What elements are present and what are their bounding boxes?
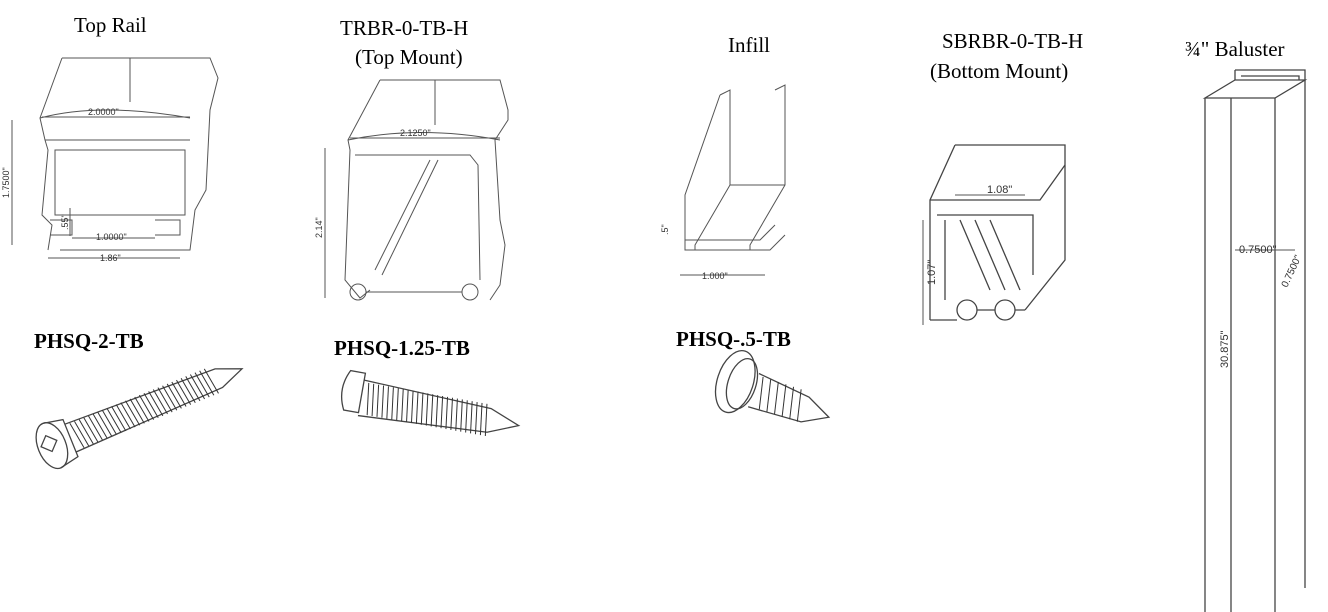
- trbr-height-label: 2.14": [314, 217, 324, 238]
- top-rail-base-label: 1.86": [100, 253, 121, 263]
- screw-thread: [774, 381, 779, 415]
- screw-thread: [460, 399, 463, 432]
- screw-thread: [758, 376, 764, 410]
- screw-thread: [435, 395, 439, 428]
- screw-thread: [87, 415, 104, 441]
- screw-125-title: PHSQ-1.25-TB: [334, 336, 470, 360]
- screw-thread: [185, 376, 201, 402]
- screw-thread: [789, 386, 795, 420]
- screw-thread: [120, 402, 136, 428]
- top-rail-title: Top Rail: [74, 13, 147, 37]
- screw-thread: [420, 392, 424, 425]
- screw-thread: [101, 409, 117, 435]
- screw-thread: [396, 388, 399, 421]
- screw-thread: [474, 402, 478, 435]
- screw-05-drawing: [714, 349, 831, 423]
- screw-05-title: PHSQ-.5-TB: [676, 327, 791, 351]
- screw-thread: [366, 382, 370, 416]
- baluster-title: ¾" Baluster: [1185, 37, 1285, 61]
- screw-thread: [415, 391, 419, 424]
- screw-thread: [376, 384, 380, 417]
- screw-thread: [162, 385, 178, 411]
- infill-drawing: .5" 1.000": [660, 84, 786, 281]
- top-rail-height-label: 1.7500": [1, 167, 11, 198]
- screw-thread: [148, 391, 164, 417]
- screw-thread: [111, 406, 127, 432]
- screw-thread: [391, 387, 394, 420]
- screw-thread: [152, 389, 168, 415]
- trbr-title-line2: (Top Mount): [355, 45, 463, 69]
- screw-thread: [450, 397, 453, 430]
- screw-thread: [425, 393, 429, 426]
- screw-thread: [445, 396, 449, 430]
- screw-thread: [134, 396, 150, 422]
- screw-thread: [781, 384, 787, 417]
- sbrbr-title-line1: SBRBR-0-TB-H: [942, 29, 1084, 53]
- baluster-drawing: 0.7500" 0.7500" 30.875": [1202, 69, 1308, 612]
- trbr-drawing: 2.1250" 2.14": [314, 79, 509, 301]
- screw-thread: [766, 379, 772, 412]
- infill-title: Infill: [728, 33, 770, 57]
- screw-thread: [796, 389, 802, 422]
- screw-thread: [440, 395, 444, 429]
- top-rail-width-label: 2.0000": [88, 107, 119, 117]
- trbr-width-label: 2.1250": [400, 128, 431, 138]
- top-rail-drawing: 2.0000" 1.7500" .55" 1.0000" 1.86": [1, 57, 219, 263]
- screw-thread: [83, 417, 99, 443]
- screw-thread: [479, 402, 483, 436]
- screw-thread: [166, 383, 182, 409]
- screw-thread: [371, 383, 375, 417]
- screw-thread: [125, 400, 141, 426]
- screw-thread: [386, 386, 389, 419]
- screw-thread: [410, 390, 414, 424]
- screw-thread: [157, 387, 173, 413]
- infill-width-label: 1.000": [702, 271, 728, 281]
- sbrbr-drawing: 1.08" 1.07": [922, 144, 1066, 325]
- screw-thread: [430, 394, 434, 427]
- sbrbr-width-label: 1.08": [987, 184, 1012, 196]
- screw-thread: [465, 400, 468, 433]
- screw-thread: [74, 421, 90, 447]
- screw-thread: [138, 394, 155, 420]
- screw-thread: [194, 372, 210, 398]
- screw-thread: [401, 389, 404, 422]
- screw-thread: [92, 413, 108, 439]
- baluster-length-label: 30.875": [1219, 330, 1231, 368]
- screw-thread: [406, 389, 409, 423]
- screw-thread: [199, 370, 215, 396]
- screw-thread: [176, 379, 192, 405]
- baluster-width-label: 0.7500": [1239, 244, 1277, 256]
- screw-thread: [203, 368, 219, 394]
- screw-thread: [129, 398, 145, 424]
- infill-height-label: .5": [660, 224, 670, 235]
- top-rail-inner-label: 1.0000": [96, 232, 127, 242]
- screw-thread: [455, 398, 458, 431]
- screw-thread: [78, 419, 94, 445]
- screw-thread: [115, 404, 131, 430]
- screw-thread: [470, 401, 473, 434]
- sbrbr-title-line2: (Bottom Mount): [930, 59, 1069, 83]
- screw-thread: [381, 385, 385, 418]
- baluster-depth-label: 0.7500": [1280, 253, 1305, 289]
- screw-thread: [189, 374, 206, 400]
- screw-thread: [180, 378, 196, 404]
- screw-thread: [171, 381, 187, 407]
- trbr-title-line1: TRBR-0-TB-H: [340, 16, 469, 40]
- screw-thread: [97, 411, 113, 437]
- screw-2-title: PHSQ-2-TB: [34, 329, 144, 353]
- screw-125-drawing: [341, 369, 521, 437]
- sbrbr-height-label: 1.07": [926, 260, 938, 285]
- screw-thread: [69, 422, 85, 448]
- top-rail-slot-label: .55": [60, 214, 70, 230]
- screw-2-drawing: [35, 368, 244, 470]
- screw-thread: [484, 403, 488, 437]
- screw-thread: [143, 393, 159, 418]
- screw-thread: [106, 408, 122, 433]
